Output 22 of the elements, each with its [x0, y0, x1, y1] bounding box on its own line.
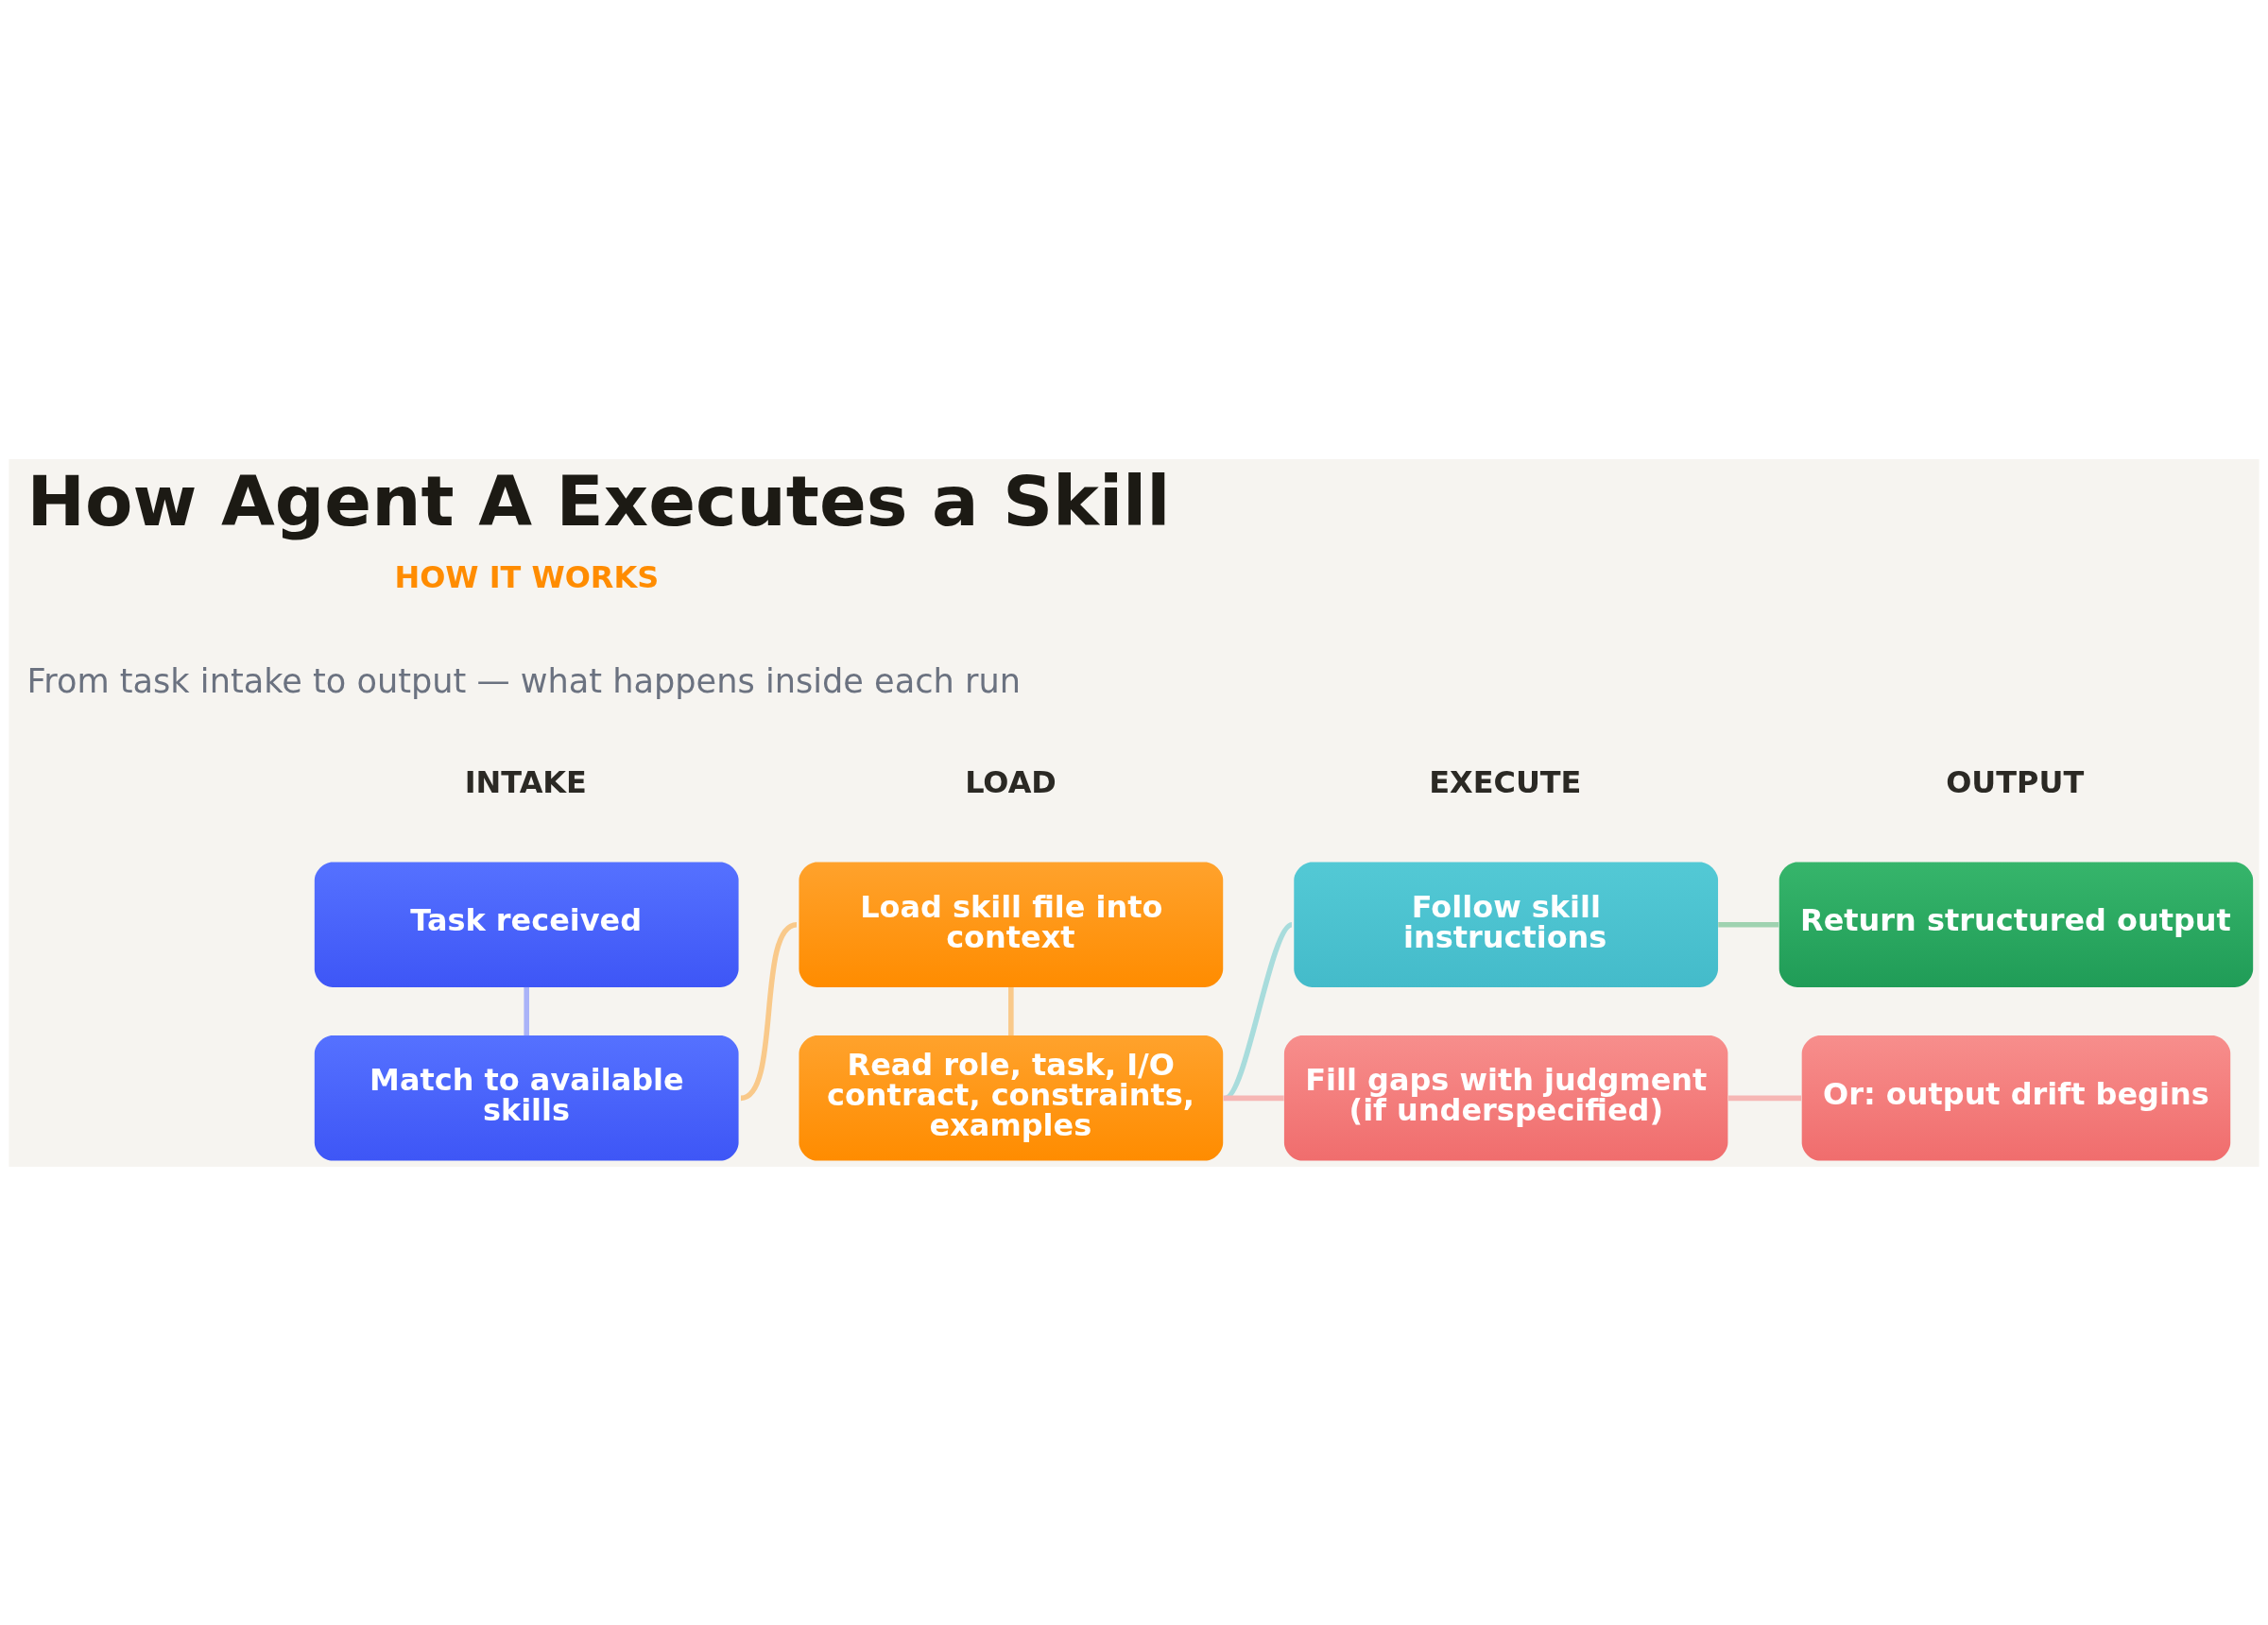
- node-box: Fill gaps with judgment (if underspecified): [1283, 1035, 1728, 1161]
- connector: [1008, 986, 1014, 1035]
- label: EXECUTE: [1429, 763, 1582, 800]
- diagram-title: How Agent A Executes a Skill: [26, 460, 1171, 541]
- node-box: Read role, task, I/O contract, constraints, examples: [799, 1035, 1224, 1161]
- node-box: Or: output drift begins: [1801, 1035, 2231, 1161]
- node-box: Load skill file into context: [799, 861, 1224, 987]
- label: From task intake to output — what happens inside each run: [26, 660, 1021, 700]
- node-box: Task received: [314, 861, 739, 987]
- label: OUTPUT: [1946, 763, 2085, 800]
- label: HOW IT WORKS: [394, 558, 660, 595]
- label: INTAKE: [464, 763, 587, 800]
- connector: [1223, 1095, 1284, 1101]
- connector: [1718, 921, 1779, 927]
- node-box: Follow skill instructions: [1294, 861, 1719, 987]
- connector: [1224, 921, 1294, 1101]
- connector: [1727, 1095, 1802, 1101]
- node-box: Return structured output: [1778, 861, 2254, 987]
- connector: [739, 921, 799, 1101]
- connector: [524, 986, 529, 1035]
- node-box: Match to available skills: [314, 1035, 739, 1161]
- label: LOAD: [965, 763, 1057, 800]
